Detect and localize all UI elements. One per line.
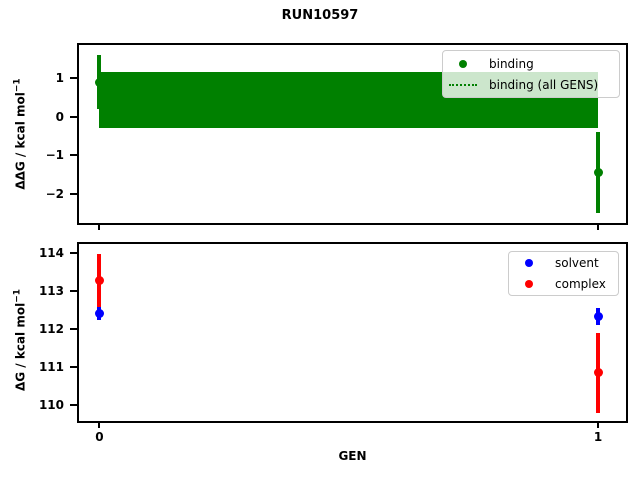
y-tick-label: −2 (45, 186, 64, 201)
y-tick (70, 154, 77, 157)
top-legend: binding binding (all GENS) (442, 50, 620, 98)
x-tick (98, 421, 101, 428)
y-tick-label: 112 (38, 321, 64, 336)
top-plot-area: binding binding (all GENS) 1 0 −1 −2 (46, 43, 628, 230)
legend-sample (515, 280, 543, 288)
x-tick (98, 223, 101, 230)
legend-item-solvent: solvent (509, 253, 618, 274)
y-tick (70, 77, 77, 80)
bottom-y-axis-label: ΔG / kcal mol−1 (13, 289, 28, 391)
y-tick (70, 289, 77, 292)
x-tick-label: 1 (593, 430, 603, 444)
y-tick-label: 113 (38, 283, 64, 298)
legend-label-solvent: solvent (555, 256, 599, 270)
chart-title: RUN10597 (281, 8, 359, 23)
data-point-solvent-gen0 (94, 309, 104, 319)
bottom-plot-area: solvent complex 114 113 112 111 110 0 1 (39, 242, 628, 444)
y-tick-label: 110 (38, 397, 64, 412)
data-point-complex-gen0 (94, 275, 104, 285)
legend-item-binding: binding (443, 53, 619, 74)
y-tick-label: −1 (45, 148, 64, 163)
complex-marker-icon (525, 280, 533, 288)
legend-label-binding: binding (489, 56, 534, 71)
y-tick (70, 403, 77, 406)
legend-sample (515, 259, 543, 267)
legend-label-binding-all-gens: binding (all GENS) (489, 77, 599, 92)
bottom-y-axis-label-text: ΔG / kcal mol (13, 302, 28, 392)
y-tick (70, 327, 77, 330)
data-point-solvent-gen1 (593, 312, 603, 322)
x-tick (597, 223, 600, 230)
top-y-axis-label-text: ΔΔG / kcal mol (13, 92, 28, 190)
y-tick (70, 252, 77, 255)
dotted-line-icon (449, 83, 477, 86)
y-tick-label: 1 (55, 71, 64, 86)
legend-item-binding-all-gens: binding (all GENS) (443, 74, 619, 95)
legend-sample (449, 59, 477, 68)
bottom-legend: solvent complex (508, 251, 619, 296)
data-point-binding-gen1 (593, 168, 603, 178)
bottom-y-axis-label-exponent: −1 (12, 288, 23, 303)
legend-label-complex: complex (555, 277, 606, 291)
x-axis-label: GEN (338, 449, 367, 463)
data-point-complex-gen1 (593, 368, 603, 378)
y-tick-label: 111 (38, 359, 64, 374)
y-tick-label: 114 (38, 246, 64, 261)
legend-sample (449, 83, 477, 86)
mean-dotted-line (99, 98, 599, 101)
legend-item-complex: complex (509, 274, 618, 295)
top-y-axis-label-exponent: −1 (12, 78, 23, 93)
y-tick-label: 0 (55, 109, 64, 124)
y-tick (70, 115, 77, 118)
x-tick-label: 0 (95, 430, 104, 444)
top-y-axis-label: ΔΔG / kcal mol−1 (13, 78, 28, 189)
x-tick (597, 421, 600, 428)
binding-marker-icon (459, 59, 467, 68)
y-tick (70, 365, 77, 368)
solvent-marker-icon (525, 259, 533, 267)
y-tick (70, 192, 77, 195)
